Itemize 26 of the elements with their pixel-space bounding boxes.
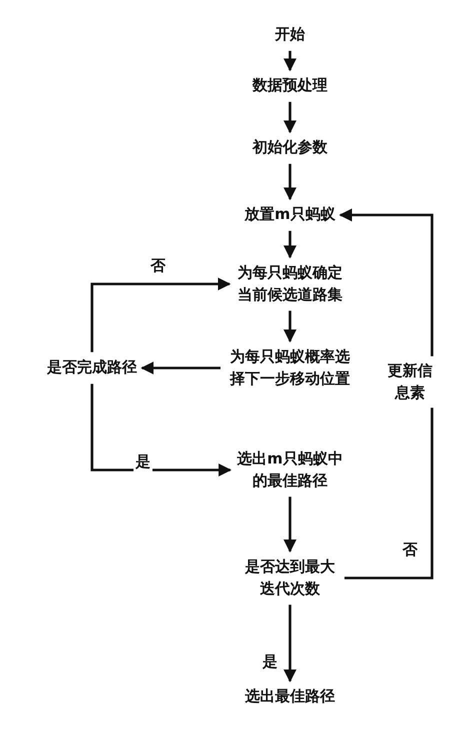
arrow: [284, 604, 296, 682]
step-text: 初始化参数: [252, 137, 328, 158]
edge-label: 否: [400, 540, 420, 560]
step-text: 为每只蚂蚁确定当前候选道路集: [236, 262, 344, 305]
step-text: 数据预处理: [252, 75, 328, 96]
arrow: [284, 310, 296, 343]
arrow: [284, 230, 296, 259]
arrow: [339, 208, 434, 356]
step-text: 开始: [275, 24, 305, 46]
arrow: [284, 496, 296, 553]
step-text: 更新信息素: [386, 360, 434, 403]
arrow: [284, 164, 296, 200]
step-text: 是否完成路径: [47, 357, 137, 378]
arrow: [90, 278, 231, 352]
step-text: 选出最佳路径: [245, 686, 335, 708]
edge-label: 是: [260, 652, 280, 672]
arrow: [284, 102, 296, 134]
arrow: [284, 50, 296, 72]
step-text: 选出m只蚂蚁中的最佳路径: [236, 448, 344, 491]
arrow: [140, 362, 220, 374]
edge-label: 是: [134, 452, 152, 472]
step-text: 为每只蚂蚁概率选择下一步移动位置: [228, 346, 351, 389]
edge-label: 否: [148, 256, 168, 276]
arrow: [90, 384, 232, 476]
step-text: 是否达到最大迭代次数: [244, 556, 336, 599]
step-text: 放置m只蚂蚁: [244, 204, 336, 226]
